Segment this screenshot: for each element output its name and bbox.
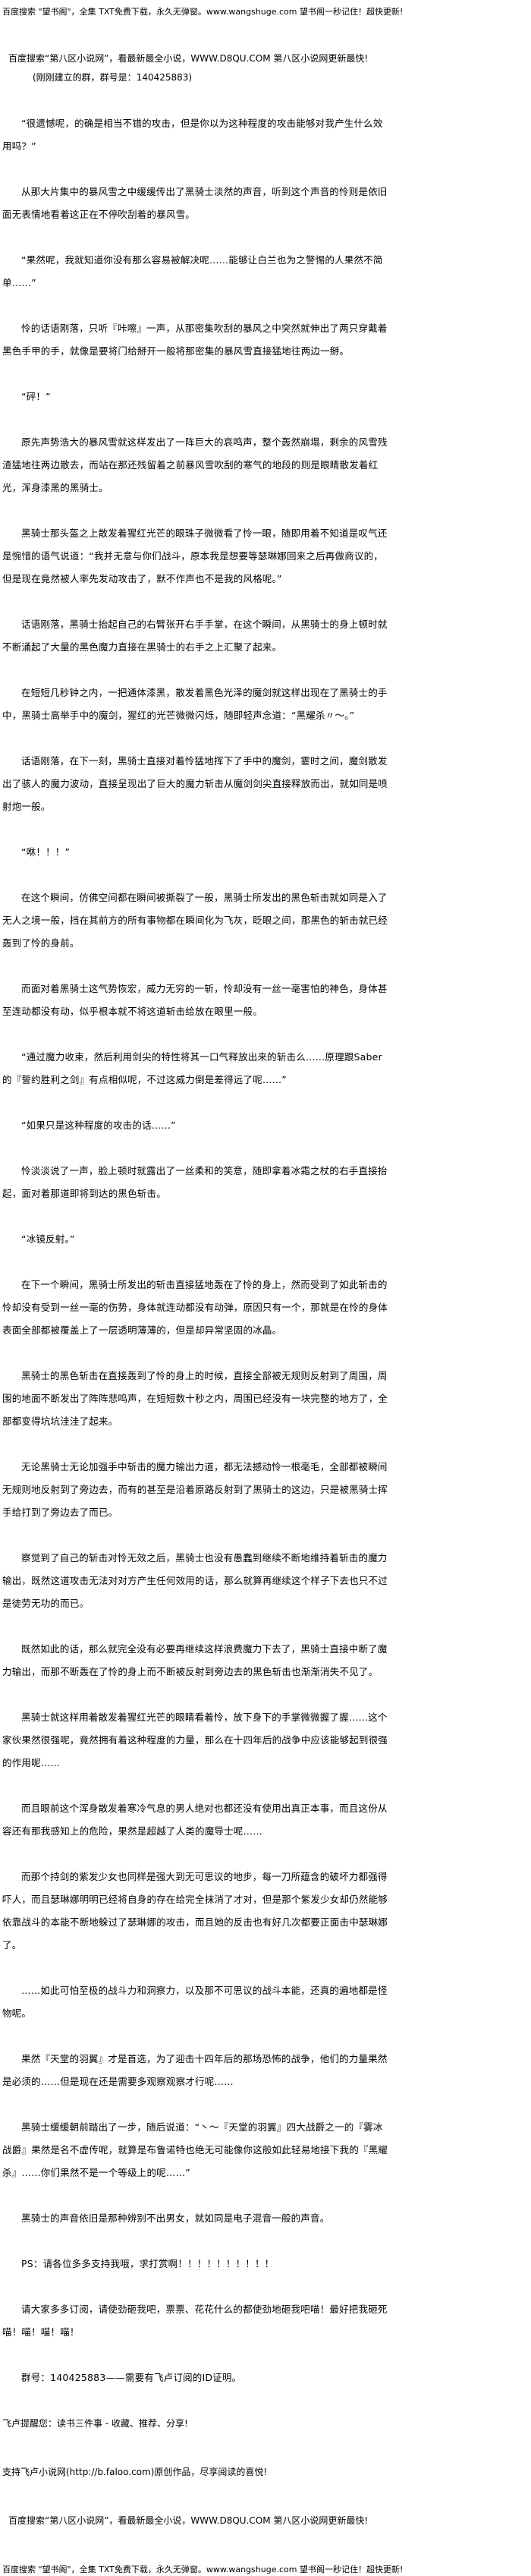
paragraph: 群号：140425883——需要有飞卢订阅的ID证明。 — [21, 2372, 242, 2383]
paragraph: 话语刚落，在下一刻，黑骑士直接对着怜猛地挥下了手中的魔剑，霎时之间，魔剑散发出了… — [2, 755, 388, 812]
paragraph: PS：请各位多多支持我哦，求打赏啊！！！！！！！！！！ — [21, 2258, 275, 2269]
paragraph: 而那个持剑的紫发少女也同样是强大到无可思议的地步，每一刀所蕴含的破坏力都强得吓人… — [2, 1871, 388, 1951]
paragraph: “冰镜反射。” — [21, 1233, 75, 1245]
d8qu-banner-top: 百度搜索“第八区小说网”，看最新最全小说，WWW.D8QU.COM 第八区小说网… — [8, 53, 369, 64]
paragraph: “很遗憾呢，的确是相当不错的攻击，但是你以为这种程度的攻击能够对我产生什么效用吗… — [2, 118, 383, 152]
paragraph: 而面对着黑骑士这气势恢宏，威力无穷的一斩，怜却没有一丝一毫害怕的神色，身体甚至连… — [2, 983, 388, 1017]
wangshuge-banner-top: 百度搜索 "望书阁"，全集 TXT免费下载，永久无弹窗。www.wangshug… — [2, 7, 404, 17]
paragraph: 在这个瞬间，仿佛空间都在瞬间被撕裂了一般，黑骑士所发出的黑色斩击就如同是入了无人… — [2, 892, 388, 949]
group-note: (刚刚建立的群，群号是：140425883) — [33, 72, 193, 83]
paragraph: 而且眼前这个浑身散发着寒冷气息的男人绝对也都还没有使用出真正本事，而且这份从容还… — [2, 1803, 388, 1837]
paragraph: 既然如此的话，那么就完全没有必要再继续这样浪费魔力下去了，黑骑士直接中断了魔力输… — [2, 1643, 388, 1677]
paragraph: 黑骑士的声音依旧是那种辨别不出男女，就如同是电子混音一般的声音。 — [21, 2212, 330, 2224]
paragraph: “果然呢，我就知道你没有那么容易被解决呢……能够让白兰也为之警惕的人果然不简单…… — [2, 254, 383, 288]
d8qu-banner-bottom: 百度搜索“第八区小说网”，看最新最全小说，WWW.D8QU.COM 第八区小说网… — [8, 2515, 369, 2526]
paragraph: “咻！！！” — [21, 846, 71, 858]
chapter-body: “很遗憾呢，的确是相当不错的攻击，但是你以为这种程度的攻击能够对我产生什么效用吗… — [2, 112, 388, 2389]
paragraph: 黑骑士的黑色斩击在直接轰到了怜的身上的时候，直接全部被无规则反射到了周围，周围的… — [2, 1370, 388, 1427]
paragraph: 黑骑士就这样用着散发着猩红光芒的眼睛看着怜，放下身下的手掌微微握了握……这个家伙… — [2, 1712, 388, 1768]
paragraph: 从那大片集中的暴风雪之中缓缓传出了黑骑士淡然的声音，听到这个声音的怜则是依旧面无… — [2, 186, 388, 220]
faloo-support: 支持飞卢小说网(http://b.faloo.com)原创作品，尽享阅读的喜悦! — [2, 2467, 268, 2477]
paragraph: 怜淡淡说了一声，脸上顿时就露出了一丝柔和的笑意，随即拿着冰霜之杖的右手直接抬起，… — [2, 1165, 388, 1199]
paragraph: “如果只是这种程度的攻击的话……” — [21, 1120, 176, 1131]
paragraph: 话语刚落，黑骑士抬起自己的右臂张开右手手掌，在这个瞬间，从黑骑士的身上顿时就不断… — [2, 619, 388, 653]
faloo-reminder: 飞卢提醒您：读书三件事 - 收藏、推荐、分享! — [2, 2418, 188, 2429]
paragraph: 在下一个瞬间，黑骑士所发出的斩击直接猛地轰在了怜的身上，然而受到了如此斩击的怜却… — [2, 1279, 388, 1336]
chapter-page: 百度搜索 "望书阁"，全集 TXT免费下载，永久无弹窗。www.wangshug… — [2, 7, 404, 2574]
paragraph: 无论黑骑士无论加强手中斩击的魔力输出力道，都无法撼动怜一根毫毛，全部都被瞬间无规… — [2, 1461, 388, 1518]
paragraph: “通过魔力收束，然后利用剑尖的特性将其一口气释放出来的斩击么……原理跟Saber… — [2, 1051, 382, 1085]
paragraph: 黑骑士缓缓朝前踏出了一步，随后说道：“丶～『天堂的羽翼』四大战爵之一的『雾冰战爵… — [2, 2121, 388, 2178]
paragraph: 请大家多多订阅，请使劲砸我吧，票票、花花什么的都使劲地砸我吧喵！最好把我砸死喵！… — [2, 2304, 388, 2338]
paragraph: 在短短几秒钟之内，一把通体漆黑，散发着黑色光泽的魔剑就这样出现在了黑骑士的手中，… — [2, 687, 388, 721]
paragraph: “砰！” — [21, 391, 51, 402]
wangshuge-banner-bottom: 百度搜索 "望书阁"，全集 TXT免费下载，永久无弹窗。www.wangshug… — [2, 2565, 404, 2574]
paragraph: ……如此可怕至极的战斗力和洞察力，以及那不可思议的战斗本能，还真的遍地都是怪物呢… — [2, 1985, 388, 2019]
paragraph: 察觉到了自己的斩击对怜无效之后，黑骑士也没有愚蠢到继续不断地维持着斩击的魔力输出… — [2, 1552, 388, 1609]
paragraph: 怜的话语刚落，只听『咔嚓』一声，从那密集吹刮的暴风之中突然就伸出了两只穿戴着黑色… — [2, 323, 388, 357]
paragraph: 黑骑士那头盔之上散发着猩红光芒的眼珠子微微看了怜一眼，随即用着不知道是叹气还是惋… — [2, 527, 388, 584]
paragraph: 原先声势浩大的暴风雪就这样发出了一阵巨大的哀鸣声，整个轰然崩塌，剩余的风雪残渣猛… — [2, 436, 388, 493]
paragraph: 果然『天堂的羽翼』才是首选，为了迎击十四年后的那场恐怖的战争，他们的力量果然是必… — [2, 2053, 388, 2087]
